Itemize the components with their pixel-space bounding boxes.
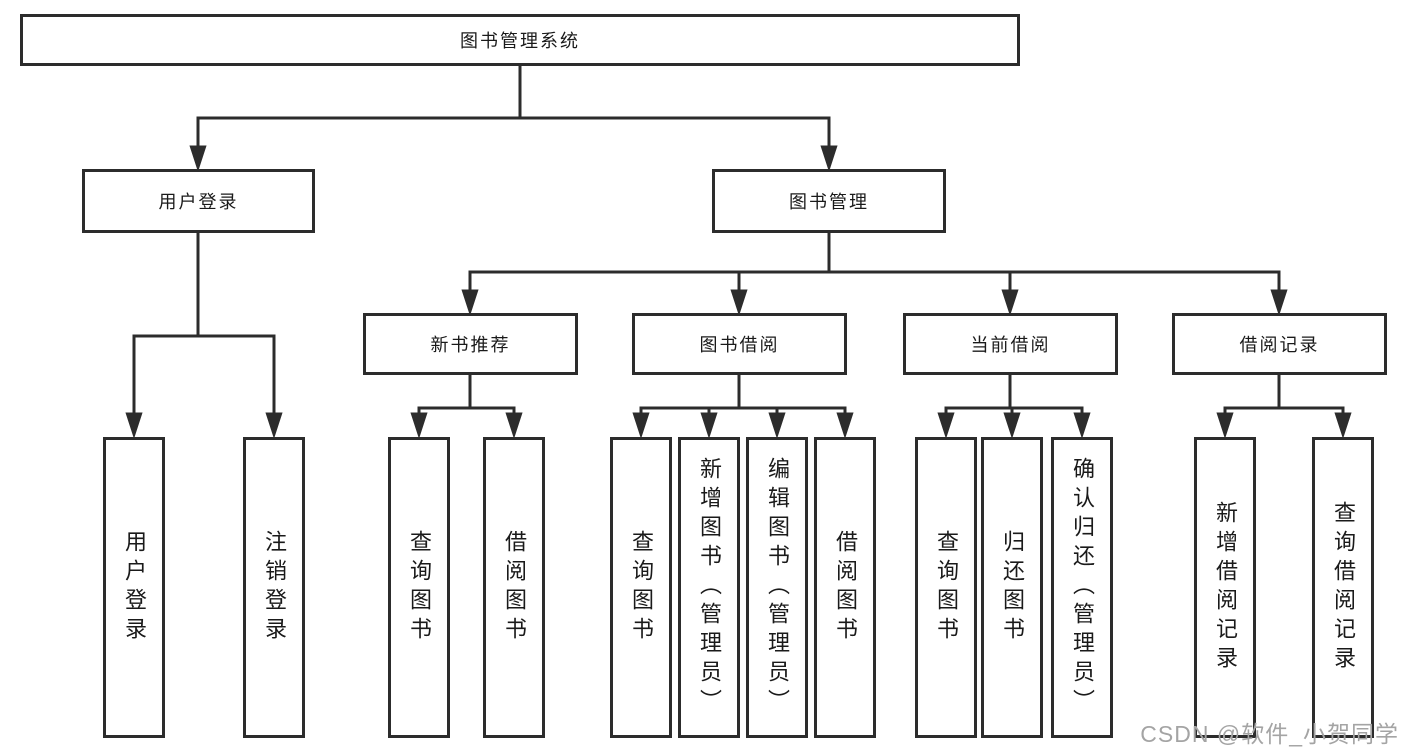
csdn-watermark: CSDN @软件_小贺同学 <box>1140 721 1399 747</box>
node-new-book-recommend: 新书推荐 <box>363 313 578 375</box>
node-book-management: 图书管理 <box>712 169 946 233</box>
connector-root-to-level2 <box>189 64 838 172</box>
leaf-query-books: 查询图书 <box>388 437 450 738</box>
node-label: 归还图书 <box>1000 529 1025 646</box>
leaf-confirm-return-admin: 确认归还（管理员） <box>1051 437 1113 738</box>
node-label: 确认归还（管理员） <box>1070 457 1095 718</box>
leaf-logout: 注销登录 <box>243 437 305 738</box>
node-label: 新增借阅记录 <box>1213 500 1238 675</box>
node-label: 图书借阅 <box>699 335 780 355</box>
node-label: 查询图书 <box>934 529 959 646</box>
connector-book-borrow-to-leaves <box>632 373 854 439</box>
node-label: 查询图书 <box>407 529 432 646</box>
node-label: 借阅图书 <box>833 529 858 646</box>
node-label: 借阅记录 <box>1239 335 1320 355</box>
node-borrowing-records: 借阅记录 <box>1172 313 1387 375</box>
leaf-query-borrow-record: 查询借阅记录 <box>1312 437 1374 738</box>
node-label: 当前借阅 <box>970 335 1051 355</box>
node-label: 查询借阅记录 <box>1331 500 1356 675</box>
leaf-edit-books-admin: 编辑图书（管理员） <box>746 437 808 738</box>
node-label: 用户登录 <box>122 529 147 646</box>
connector-borrow-records-to-leaves <box>1216 373 1352 439</box>
leaf-borrow-books: 借阅图书 <box>483 437 545 738</box>
node-label: 编辑图书（管理员） <box>765 457 790 718</box>
node-label: 注销登录 <box>262 529 287 646</box>
connector-current-borrow-to-leaves <box>937 373 1091 439</box>
leaf-query-books: 查询图书 <box>610 437 672 738</box>
node-label: 查询图书 <box>629 529 654 646</box>
node-label: 图书管理 <box>789 192 869 212</box>
connector-book-mgmt-to-level3 <box>461 231 1288 316</box>
node-root-system: 图书管理系统 <box>20 14 1020 66</box>
leaf-add-books-admin: 新增图书（管理员） <box>678 437 740 738</box>
node-label: 图书管理系统 <box>460 31 580 51</box>
leaf-borrow-books: 借阅图书 <box>814 437 876 738</box>
node-book-borrowing: 图书借阅 <box>632 313 847 375</box>
leaf-add-borrow-record: 新增借阅记录 <box>1194 437 1256 738</box>
leaf-return-books: 归还图书 <box>981 437 1043 738</box>
node-label: 新增图书（管理员） <box>697 457 722 718</box>
connector-user-login-to-leaves <box>125 231 283 439</box>
node-label: 用户登录 <box>158 192 239 212</box>
node-current-borrowing: 当前借阅 <box>903 313 1118 375</box>
node-label: 新书推荐 <box>430 335 511 355</box>
node-label: 借阅图书 <box>502 529 527 646</box>
node-user-login: 用户登录 <box>82 169 315 233</box>
connector-new-book-to-leaves <box>410 373 523 439</box>
leaf-user-login: 用户登录 <box>103 437 165 738</box>
leaf-query-books: 查询图书 <box>915 437 977 738</box>
